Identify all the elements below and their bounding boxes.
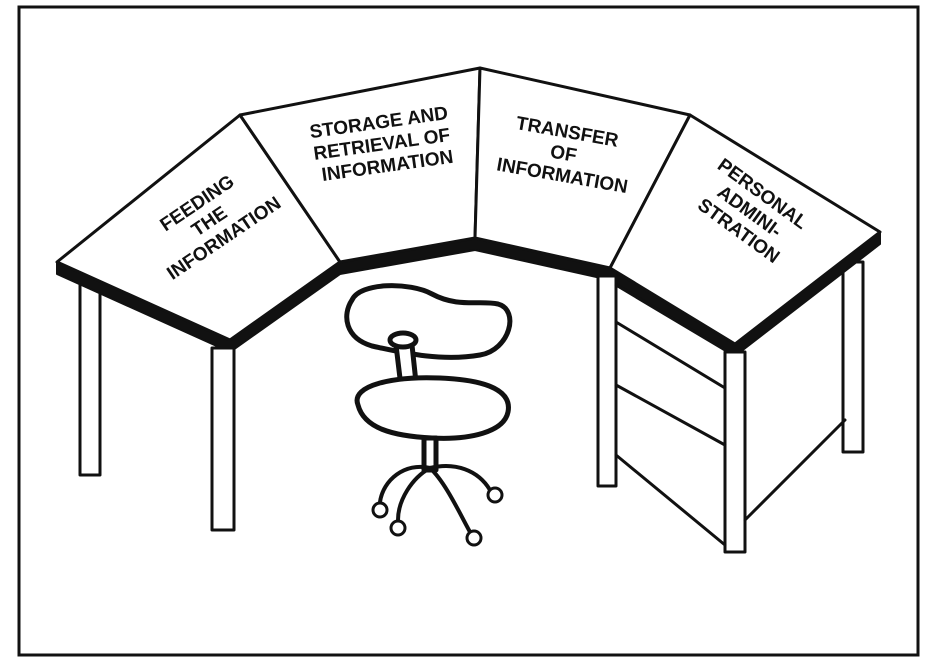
desk-leg-left-front [212, 348, 234, 530]
desk-leg-right-front [725, 352, 745, 552]
chair-column-cap [390, 333, 416, 347]
desk-leg-left-back [80, 280, 100, 475]
desk-leg-middle [598, 276, 616, 486]
desk-leg-right-back [843, 262, 863, 452]
chair-seat [357, 378, 508, 439]
